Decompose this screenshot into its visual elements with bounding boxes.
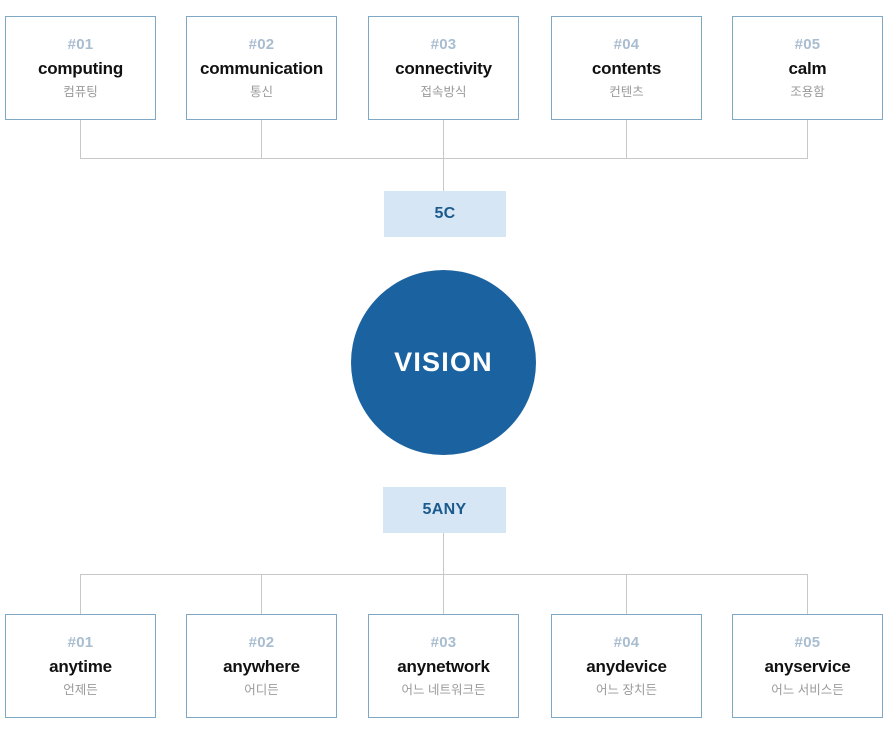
- concept-label-en: anyservice: [764, 656, 851, 676]
- concept-label-en: contents: [591, 58, 662, 78]
- vision-label: VISION: [394, 347, 493, 377]
- concept-label-en: anytime: [49, 656, 112, 676]
- connector-rail-to-badge-5c: [443, 158, 444, 191]
- concept-label-ko: 언제든: [63, 682, 98, 697]
- concept-box-5c-03[interactable]: #03 connectivity 접속방식: [368, 16, 519, 120]
- concept-box-5any-05[interactable]: #05 anyservice 어느 서비스든: [732, 614, 883, 718]
- concept-number: #04: [613, 36, 640, 54]
- connector-stub-5c-03: [443, 120, 444, 158]
- concept-label-ko: 컨텐츠: [609, 84, 644, 99]
- concept-label-ko: 접속방식: [420, 84, 467, 99]
- vision-node[interactable]: VISION: [351, 270, 536, 455]
- concept-label-en: anynetwork: [397, 656, 490, 676]
- concept-box-5c-01[interactable]: #01 computing 컴퓨팅: [5, 16, 156, 120]
- concept-number: #01: [67, 634, 94, 652]
- connector-stub-5any-05: [807, 574, 808, 614]
- concept-label-en: anywhere: [223, 656, 300, 676]
- concept-label-ko: 조용함: [790, 84, 825, 99]
- connector-stub-5any-02: [261, 574, 262, 614]
- concept-number: #02: [248, 634, 275, 652]
- group-badge-label: 5C: [434, 205, 456, 222]
- concept-box-5any-03[interactable]: #03 anynetwork 어느 네트워크든: [368, 614, 519, 718]
- concept-label-ko: 어느 서비스든: [771, 682, 844, 697]
- connector-stub-5any-01: [80, 574, 81, 614]
- connector-stub-5any-03: [443, 574, 444, 614]
- concept-label-ko: 컴퓨팅: [63, 84, 98, 99]
- connector-stub-5any-04: [626, 574, 627, 614]
- connector-stub-5c-04: [626, 120, 627, 158]
- concept-number: #05: [794, 634, 821, 652]
- group-badge-label: 5ANY: [422, 501, 467, 518]
- concept-label-ko: 통신: [249, 84, 273, 99]
- concept-label-en: anydevice: [586, 656, 667, 676]
- concept-label-ko: 어느 네트워크든: [401, 682, 486, 697]
- concept-label-ko: 어느 장치든: [596, 682, 657, 697]
- connector-stub-5c-01: [80, 120, 81, 158]
- connector-badge-to-rail-5any: [443, 533, 444, 574]
- concept-label-ko: 어디든: [244, 682, 279, 697]
- concept-box-5c-04[interactable]: #04 contents 컨텐츠: [551, 16, 702, 120]
- connector-rail-5any: [80, 574, 808, 575]
- concept-number: #05: [794, 36, 821, 54]
- concept-number: #03: [430, 634, 457, 652]
- concept-box-5any-02[interactable]: #02 anywhere 어디든: [186, 614, 337, 718]
- connector-rail-5c: [80, 158, 808, 159]
- concept-box-5any-04[interactable]: #04 anydevice 어느 장치든: [551, 614, 702, 718]
- concept-number: #03: [430, 36, 457, 54]
- concept-label-en: calm: [788, 58, 827, 78]
- concept-box-5c-02[interactable]: #02 communication 통신: [186, 16, 337, 120]
- concept-label-en: computing: [37, 58, 124, 78]
- concept-label-en: connectivity: [395, 58, 492, 78]
- concept-number: #01: [67, 36, 94, 54]
- group-badge-5any[interactable]: 5ANY: [383, 487, 506, 533]
- concept-number: #02: [248, 36, 275, 54]
- concept-box-5c-05[interactable]: #05 calm 조용함: [732, 16, 883, 120]
- concept-box-5any-01[interactable]: #01 anytime 언제든: [5, 614, 156, 718]
- connector-stub-5c-02: [261, 120, 262, 158]
- connector-stub-5c-05: [807, 120, 808, 158]
- group-badge-5c[interactable]: 5C: [384, 191, 506, 237]
- concept-label-en: communication: [199, 58, 324, 78]
- concept-number: #04: [613, 634, 640, 652]
